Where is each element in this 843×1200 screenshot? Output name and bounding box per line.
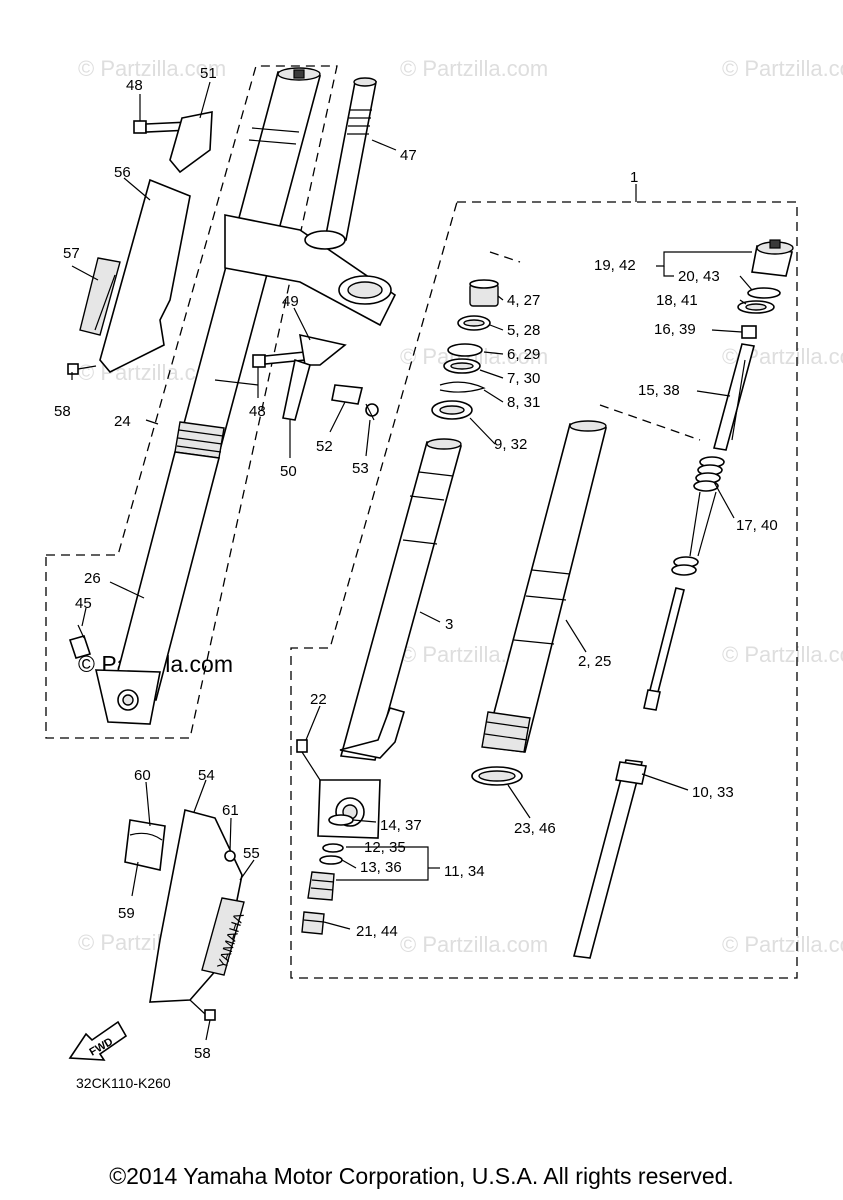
callout-label: 26: [84, 570, 101, 587]
callout-label: 48: [249, 403, 266, 420]
callout-label: 16, 39: [654, 321, 696, 338]
callout-labels: 48 51 47 1 56 57 19, 42 20, 43 4, 27 18,…: [54, 65, 778, 1062]
spring-17-40: [671, 456, 725, 576]
callout-label: 59: [118, 905, 135, 922]
callout-label: 49: [282, 293, 299, 310]
callout-label: 10, 33: [692, 784, 734, 801]
upper-bolt-and-bracket: [133, 111, 213, 174]
inner-tube-3: [296, 438, 463, 839]
watermark: © Partzilla.com: [722, 56, 843, 81]
watermark: © Partzilla.com: [722, 932, 843, 957]
callout-label: 17, 40: [736, 517, 778, 534]
callout-label: 57: [63, 245, 80, 262]
callout-label: 19, 42: [594, 257, 636, 274]
watermark: © Partzilla.com: [400, 56, 548, 81]
callout-label: 11, 34: [444, 863, 485, 880]
callout-label: 51: [200, 65, 217, 82]
callout-label: 20, 43: [678, 268, 720, 285]
callout-label: 21, 44: [356, 923, 398, 940]
callout-label: 6, 29: [507, 346, 540, 363]
callout-label: 4, 27: [507, 292, 540, 309]
callout-label: 45: [75, 595, 92, 612]
callout-label: 22: [310, 691, 327, 708]
dashed-group-lines: [45, 65, 798, 979]
callout-label: 9, 32: [494, 436, 527, 453]
callout-label: 1: [630, 169, 638, 186]
outer-tube-2: [471, 420, 607, 786]
callout-label: 56: [114, 164, 131, 181]
callout-label: 7, 30: [507, 370, 540, 387]
callout-label: 24: [114, 413, 131, 430]
callout-label: 58: [54, 403, 71, 420]
fwd-arrow-icon: FWD: [68, 1020, 128, 1061]
hose-guide-assembly: [252, 333, 379, 421]
number-plate-56: [67, 178, 191, 375]
watermark: © Partzilla.com: [722, 642, 843, 667]
callout-label: 13, 36: [360, 859, 402, 876]
damper-rod-assembly: [572, 239, 794, 959]
fork-guard-assembly: YAMAHA: [124, 809, 247, 1021]
callout-label: 47: [400, 147, 417, 164]
callout-label: 53: [352, 460, 369, 477]
callout-label: 8, 31: [507, 394, 540, 411]
callout-label: 50: [280, 463, 297, 480]
callout-label: 60: [134, 767, 151, 784]
steering-stem-assembly: [224, 77, 397, 327]
callout-label: 54: [198, 767, 215, 784]
callout-label: 14, 37: [380, 817, 422, 834]
callout-label: 2, 25: [578, 653, 611, 670]
leader-lines: [71, 81, 753, 1041]
callout-label: 23, 46: [514, 820, 556, 837]
callout-label: 12, 35: [364, 839, 406, 856]
watermark: © Partzilla.com: [78, 56, 226, 81]
watermark: © Partzilla.com: [400, 932, 548, 957]
lower-small-parts: [301, 814, 354, 935]
callout-label: 61: [222, 802, 239, 819]
callout-label: 5, 28: [507, 322, 540, 339]
callout-label: 15, 38: [638, 382, 680, 399]
callout-label: 55: [243, 845, 260, 862]
callout-label: 18, 41: [656, 292, 698, 309]
left-fork-assembly: [68, 67, 322, 725]
seal-stack: [431, 279, 499, 420]
copyright-notice: ©2014 Yamaha Motor Corporation, U.S.A. A…: [109, 1163, 734, 1189]
callout-label: 48: [126, 77, 143, 94]
callout-label: 3: [445, 616, 453, 633]
diagram-code: 32CK110-K260: [76, 1075, 171, 1091]
callout-label: 52: [316, 438, 333, 455]
callout-label: 58: [194, 1045, 211, 1062]
